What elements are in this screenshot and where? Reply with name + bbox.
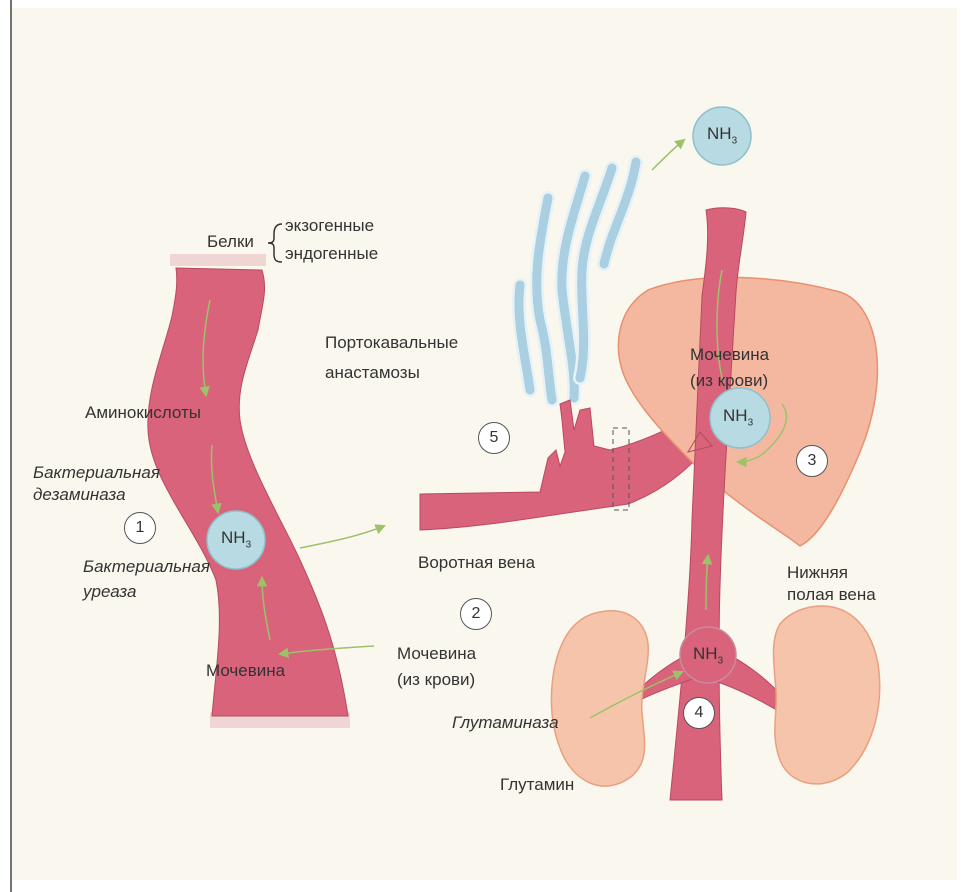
label-endogenous: эндогенные [285,243,378,265]
label-bacterial-urease-2: уреаза [83,581,136,603]
nh3-label-intestine: NH3 [221,528,251,550]
label-bacterial-deaminase-2: дезаминаза [33,484,126,506]
label-glutamine: Глутамин [500,774,574,796]
label-bacterial-deaminase-1: Бактериальная [33,462,160,484]
step-5-badge: 5 [478,422,510,454]
nh3-subscript: 3 [718,655,724,666]
left-kidney [551,611,648,786]
nh3-text: NH [723,406,748,425]
nh3-text: NH [693,644,718,663]
step-3-badge: 3 [796,445,828,477]
nh3-subscript: 3 [748,417,754,428]
label-urea-intestine: Мочевина [206,660,285,682]
nh3-label-kidney: NH3 [693,644,723,666]
step-4-badge: 4 [683,697,715,729]
label-portocaval-1: Портокавальные [325,332,458,354]
label-bacterial-urease-1: Бактериальная [83,556,210,578]
step-1-badge: 1 [124,512,156,544]
label-liver-urea-1: Мочевина [690,344,769,366]
label-liver-urea-2: (из крови) [690,370,768,392]
nh3-label-liver: NH3 [723,406,753,428]
label-urea-blood-1: Мочевина [397,643,476,665]
label-exogenous: экзогенные [285,215,374,237]
nh3-text: NH [221,528,246,547]
label-portal-vein: Воротная вена [418,552,535,574]
label-amino-acids: Аминокислоты [85,402,201,424]
label-glutaminase: Глутаминаза [452,712,559,734]
label-portocaval-2: анастамозы [325,362,420,384]
label-urea-blood-2: (из крови) [397,669,475,691]
step-2-badge: 2 [460,598,492,630]
nh3-text: NH [707,124,732,143]
nh3-label-exhaled: NH3 [707,124,737,146]
nh3-subscript: 3 [246,539,252,550]
label-ivc-2: полая вена [787,584,876,606]
label-ivc-1: Нижняя [787,562,848,584]
nh3-subscript: 3 [732,135,738,146]
label-proteins: Белки [207,231,254,253]
intestine-top-cap [170,254,266,266]
